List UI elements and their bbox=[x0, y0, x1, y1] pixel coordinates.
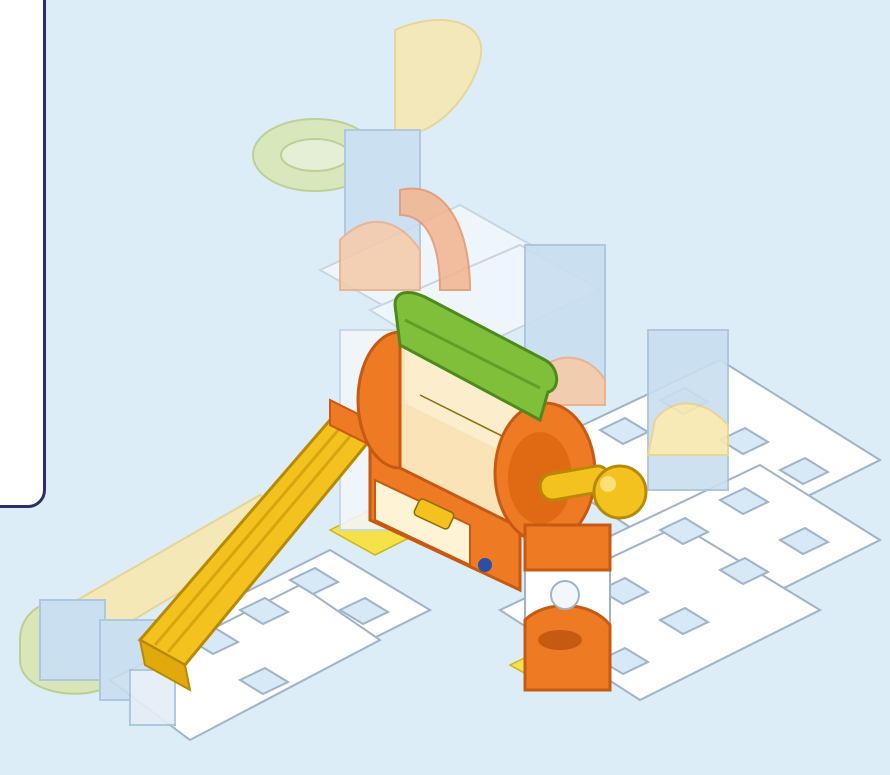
tower-block-icon bbox=[525, 525, 610, 690]
ghost-upper-tower bbox=[253, 20, 481, 290]
